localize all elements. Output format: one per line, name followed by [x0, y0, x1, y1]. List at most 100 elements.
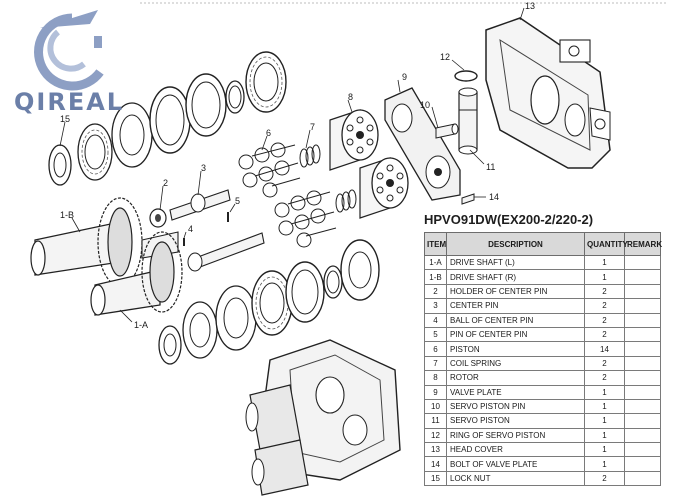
header-remark: REMARK	[624, 232, 662, 256]
cell-quantity: 2	[584, 355, 625, 372]
part-oring-lower	[323, 265, 343, 299]
cell-item: 14	[424, 456, 447, 472]
cell-description: LOCK NUT	[446, 470, 585, 487]
part-head-cover	[485, 17, 611, 169]
part-holder-center-pin	[149, 208, 167, 228]
part-lock-nut-lower	[158, 325, 182, 365]
header-description: DESCRIPTION	[446, 232, 585, 256]
part-rotor-lower	[359, 157, 409, 219]
cell-item: 13	[424, 442, 447, 458]
part-ring-upper-1	[149, 86, 191, 154]
part-oring-upper	[225, 80, 245, 114]
cell-quantity: 1	[584, 413, 625, 429]
cell-description: PISTON	[446, 341, 585, 357]
part-bolt-valve-plate	[461, 193, 475, 205]
cell-description: SERVO PISTON	[446, 413, 585, 429]
cell-quantity: 1	[584, 398, 625, 415]
callout-15: 15	[60, 114, 70, 124]
cell-quantity: 2	[584, 312, 625, 328]
part-center-pin-lower	[187, 232, 265, 272]
callout-1a: 1-A	[134, 320, 148, 330]
callout-8: 8	[348, 92, 353, 102]
callout-1b: 1-B	[60, 210, 74, 220]
cell-remark	[624, 283, 661, 300]
assembled-pump-housing	[245, 339, 401, 496]
callout-5: 5	[235, 196, 240, 206]
part-ring-upper-2	[185, 73, 227, 137]
cell-quantity: 2	[584, 370, 625, 386]
cell-item: 3	[424, 298, 447, 314]
cell-description: BOLT OF VALVE PLATE	[446, 456, 585, 472]
cell-remark	[624, 312, 661, 328]
cell-quantity: 14	[584, 341, 625, 357]
part-bearing-lower-1	[182, 301, 218, 359]
cell-remark	[624, 254, 661, 271]
cell-item: 10	[424, 398, 447, 415]
part-drive-shaft-l	[90, 231, 183, 316]
cell-item: 9	[424, 384, 447, 400]
cell-item: 7	[424, 355, 447, 372]
part-ring-servo-piston	[454, 70, 478, 82]
callout-6: 6	[266, 128, 271, 138]
cell-quantity: 1	[584, 269, 625, 285]
cell-item: 12	[424, 427, 447, 444]
brand-logo-icon	[34, 10, 104, 91]
callout-leaders	[59, 7, 525, 323]
cell-description: DRIVE SHAFT (L)	[446, 254, 585, 271]
part-coil-spring-lower	[335, 189, 357, 213]
cell-remark	[624, 341, 661, 357]
cell-description: CENTER PIN	[446, 298, 585, 314]
part-coil-spring-upper	[299, 144, 321, 168]
parts-table-title: HPVO91DW(EX200-2/220-2)	[424, 212, 594, 227]
cell-item: 2	[424, 283, 447, 300]
cell-remark	[624, 470, 661, 487]
cell-item: 6	[424, 341, 447, 357]
part-servo-piston-pin	[435, 123, 459, 139]
cell-quantity: 1	[584, 456, 625, 472]
cell-quantity: 1	[584, 254, 625, 271]
part-servo-piston	[458, 87, 478, 155]
cell-description: BALL OF CENTER PIN	[446, 312, 585, 328]
cell-item: 15	[424, 470, 447, 487]
cell-description: RING OF SERVO PISTON	[446, 427, 585, 444]
cell-remark	[624, 442, 661, 458]
cell-remark	[624, 370, 661, 386]
cell-description: HOLDER OF CENTER PIN	[446, 283, 585, 300]
cell-item: 11	[424, 413, 447, 429]
callout-2: 2	[163, 178, 168, 188]
callout-7: 7	[310, 122, 315, 132]
cell-description: ROTOR	[446, 370, 585, 386]
part-valve-plate	[384, 87, 461, 201]
cell-remark	[624, 413, 661, 429]
cell-quantity: 2	[584, 470, 625, 487]
header-item: ITEM	[424, 232, 447, 256]
part-ring-lower	[285, 261, 325, 323]
cell-item: 5	[424, 326, 447, 343]
header-quantity: QUANTITY	[584, 232, 628, 256]
callout-9: 9	[402, 72, 407, 82]
cell-item: 1-A	[424, 254, 447, 271]
cell-quantity: 1	[584, 442, 625, 458]
part-rotor-upper	[329, 109, 379, 171]
callout-13: 13	[525, 1, 535, 11]
cell-description: PIN OF CENTER PIN	[446, 326, 585, 343]
part-bearing-lower-3	[340, 239, 380, 301]
cell-description: SERVO PISTON PIN	[446, 398, 585, 415]
callout-11: 11	[486, 162, 495, 172]
parts-table-header-row: ITEM DESCRIPTION QUANTITY REMARK	[424, 232, 662, 256]
cell-quantity: 2	[584, 326, 625, 343]
cell-item: 8	[424, 370, 447, 386]
